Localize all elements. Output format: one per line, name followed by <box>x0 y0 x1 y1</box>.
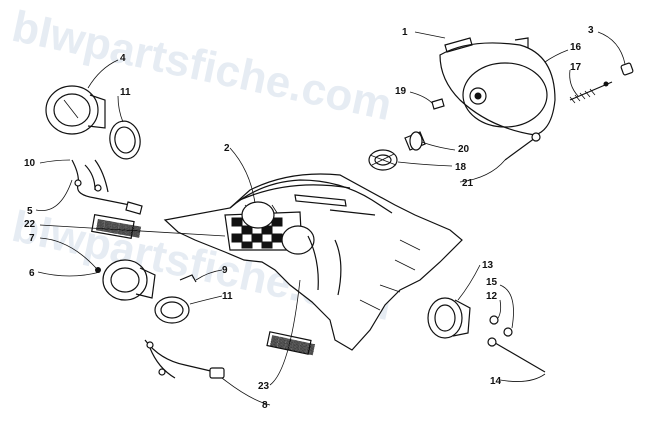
callout-22: 22 <box>24 219 36 230</box>
bolt-21 <box>504 132 541 161</box>
callout-15: 15 <box>486 277 498 288</box>
headlight-housing <box>439 37 556 136</box>
callout-18: 18 <box>455 162 467 173</box>
wire-harness-8 <box>144 339 225 379</box>
callout-20: 20 <box>458 144 470 155</box>
decal-22: ▓▓▓▓▓▓ <box>91 213 142 240</box>
nut-12-15 <box>489 315 513 337</box>
callout-8: 8 <box>262 400 268 411</box>
leader-lines <box>35 31 626 406</box>
callout-11-upper: 11 <box>120 87 131 98</box>
callout-9: 9 <box>222 265 228 276</box>
screw-19 <box>431 98 445 110</box>
wire-harness-10-5 <box>71 159 143 215</box>
bezel-ring-11-upper <box>109 120 141 160</box>
callout-11-lower: 11 <box>222 291 233 302</box>
bezel-ring-11-lower <box>154 296 190 324</box>
speedometer-6 <box>95 259 156 301</box>
callout-7: 7 <box>29 233 35 244</box>
cable-14 <box>487 337 546 373</box>
callout-14: 14 <box>490 376 502 387</box>
callout-19: 19 <box>395 86 407 97</box>
callout-4: 4 <box>120 53 126 64</box>
callout-6: 6 <box>29 268 35 279</box>
hood-panel <box>163 173 463 351</box>
tachometer-4 <box>45 85 106 135</box>
callout-21: 21 <box>462 178 474 189</box>
clip-3 <box>603 62 634 87</box>
callout-5: 5 <box>27 206 33 217</box>
callout-17: 17 <box>570 62 582 73</box>
callout-16: 16 <box>570 42 582 53</box>
bracket-9 <box>179 274 197 283</box>
callout-labels: 1 2 3 4 5 6 7 8 9 10 11 11 12 13 14 15 1… <box>24 25 594 411</box>
headlight-bulb-20 <box>404 131 426 151</box>
callout-12: 12 <box>486 291 498 302</box>
callout-23: 23 <box>258 381 270 392</box>
callout-1: 1 <box>402 27 408 38</box>
bulb-socket-18 <box>368 149 398 171</box>
callout-2: 2 <box>224 143 230 154</box>
callout-3: 3 <box>588 25 594 36</box>
callout-13: 13 <box>482 260 494 271</box>
callout-10: 10 <box>24 158 36 169</box>
gauge-13 <box>427 297 471 339</box>
